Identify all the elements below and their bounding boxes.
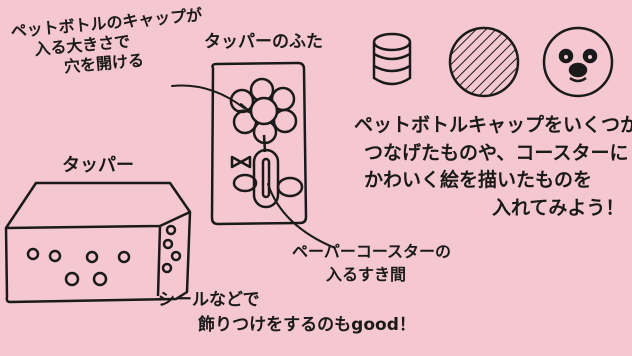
bottom-note-line: 飾りつけをするのもgood！ xyxy=(198,314,416,335)
hatched-circle-icon xyxy=(448,26,520,98)
flower-icon xyxy=(229,77,298,145)
bow-icon xyxy=(230,155,252,169)
gap-note-line: 入るすき間 xyxy=(326,265,407,285)
cap-stack-icon xyxy=(372,32,412,86)
pointer-lines xyxy=(171,84,336,249)
tupperware-lid xyxy=(210,61,308,226)
panda-icon xyxy=(542,26,614,98)
lid-label: タッパーのふた xyxy=(204,32,323,52)
right-note-line: かわいく絵を描いたものを xyxy=(364,169,593,192)
bottom-note: シールなどで 飾りつけをするのもgood！ xyxy=(158,288,416,337)
leaves xyxy=(232,173,304,198)
bottom-note-line: シールなどで xyxy=(158,290,260,310)
right-note-line: 入れてみよう！ xyxy=(492,196,625,219)
right-note-line: つなげたものや、コースターに xyxy=(364,141,629,164)
container-label: タッパー xyxy=(62,155,134,176)
gap-note: ペーパーコースターの 入るすき間 xyxy=(292,240,451,286)
right-note: ペットボトルキャップをいくつか つなげたものや、コースターに かわいく絵を描いた… xyxy=(354,112,632,222)
gap-note-line: ペーパーコースターの xyxy=(292,242,452,261)
right-note-line: ペットボトルキャップをいくつか xyxy=(354,114,632,136)
tupperware-container xyxy=(4,181,192,304)
